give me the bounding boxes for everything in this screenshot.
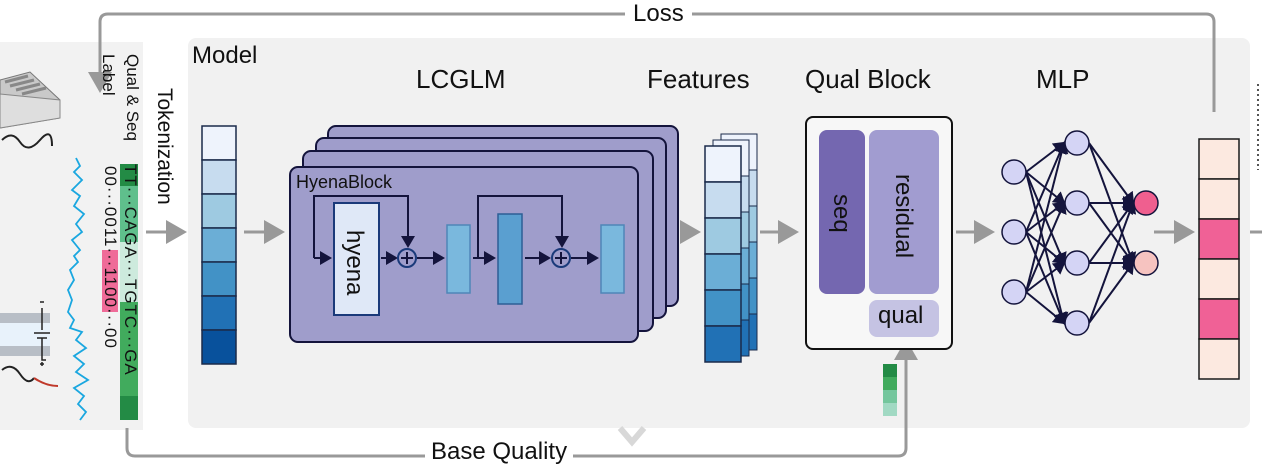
lcglm-title: LCGLM [416, 64, 506, 94]
label-track-pos [102, 250, 118, 312]
base-chunk: CAGA [121, 206, 140, 259]
token-cell [201, 227, 237, 263]
signal-trace [66, 157, 90, 421]
quality-cell [883, 377, 897, 390]
add-node-1 [397, 248, 417, 268]
residual-embedding [869, 130, 939, 294]
features-title: Features [647, 64, 750, 94]
loss-arrow [88, 12, 1216, 112]
output-cell [1198, 338, 1240, 380]
label-chunk: 00 [101, 328, 120, 349]
mlp-edge [1025, 201, 1067, 293]
nanopore-device-icon [0, 301, 59, 387]
hyena-block-label: HyenaBlock [296, 172, 393, 192]
qual-embedding [869, 300, 939, 337]
feature-cell [704, 181, 742, 219]
seq-label: seq [828, 194, 855, 233]
base-chunk: GA [121, 349, 140, 376]
output-node [1133, 250, 1159, 276]
quality-cell [883, 390, 897, 403]
seq-embedding [819, 130, 865, 294]
hyena-module [333, 202, 380, 316]
mlp-edge [1088, 261, 1135, 324]
residual-label: residual [890, 174, 917, 259]
quality-column [883, 364, 897, 416]
model-title: Model [192, 42, 258, 69]
feature-cell [704, 217, 742, 255]
feature-cell [704, 289, 742, 327]
mlp-edge [1025, 141, 1067, 233]
quality-cell [883, 403, 897, 416]
mlp-layer [497, 213, 523, 305]
label-chunk: 00 [101, 206, 120, 228]
tokenization-label: Tokenization [153, 88, 176, 205]
hyena-label: hyena [341, 230, 368, 296]
output-cell [1198, 258, 1240, 300]
mlp-node [1001, 159, 1027, 185]
label-chunk: ··· [101, 247, 120, 268]
norm-layer-2 [600, 224, 625, 294]
output-cell [1198, 138, 1240, 180]
feature-cell [704, 325, 742, 363]
base-sequence: TT···CAGA···TGTC···GA [120, 164, 140, 376]
label-chunk: 00 [101, 166, 120, 187]
mlp-node [1064, 250, 1090, 276]
label-label: Label [99, 54, 118, 96]
token-column [201, 125, 237, 365]
token-cell [201, 329, 237, 365]
mlp-node [1064, 130, 1090, 156]
label-chunk: 11 [101, 227, 120, 248]
label-chunk: ··· [101, 186, 120, 207]
token-cell [201, 125, 237, 161]
output-node [1133, 190, 1159, 216]
output-cell [1198, 178, 1240, 220]
label-chunk: ··· [101, 308, 120, 329]
mlp-edge [1025, 261, 1066, 293]
feature-cell [704, 253, 742, 291]
mlp-network [1001, 130, 1159, 336]
feature-cell [704, 145, 742, 183]
base-chunk: ··· [121, 329, 140, 350]
mlp-edge [1025, 291, 1066, 325]
qual-block-title: Qual Block [805, 64, 931, 94]
norm-layer-1 [446, 224, 471, 294]
base-chunk: TT [121, 164, 140, 187]
sequencer-device-icon [0, 71, 61, 149]
mlp-node [1001, 219, 1027, 245]
label-chunk: 11 [101, 267, 120, 288]
output-column [1198, 138, 1240, 380]
faint-chevron [617, 426, 647, 447]
label-chunk: 00 [101, 287, 120, 309]
token-cell [201, 261, 237, 297]
mlp-edge [1088, 142, 1135, 205]
quality-cell [883, 364, 897, 377]
add-node-2 [551, 248, 571, 268]
qual-label: qual [878, 302, 924, 329]
output-cell [1198, 218, 1240, 260]
mlp-node [1064, 310, 1090, 336]
output-cell [1198, 298, 1240, 340]
qual-seq-label: Qual & Seq [123, 54, 142, 141]
mlp-title: MLP [1036, 64, 1090, 94]
base-quality-label: Base Quality [425, 438, 574, 466]
mlp-edge [1025, 141, 1069, 293]
base-chunk: ··· [121, 186, 140, 207]
token-cell [201, 159, 237, 195]
mlp-node [1064, 190, 1090, 216]
mlp-node [1001, 279, 1027, 305]
token-cell [201, 295, 237, 331]
label-sequence: 00···0011···1100···00 [100, 166, 120, 349]
feature-stack [704, 133, 758, 363]
loss-label: Loss [625, 0, 692, 28]
token-cell [201, 193, 237, 229]
base-chunk: ··· [121, 258, 140, 279]
base-chunk: TGTC [121, 278, 140, 330]
mlp-edge [1088, 201, 1137, 324]
